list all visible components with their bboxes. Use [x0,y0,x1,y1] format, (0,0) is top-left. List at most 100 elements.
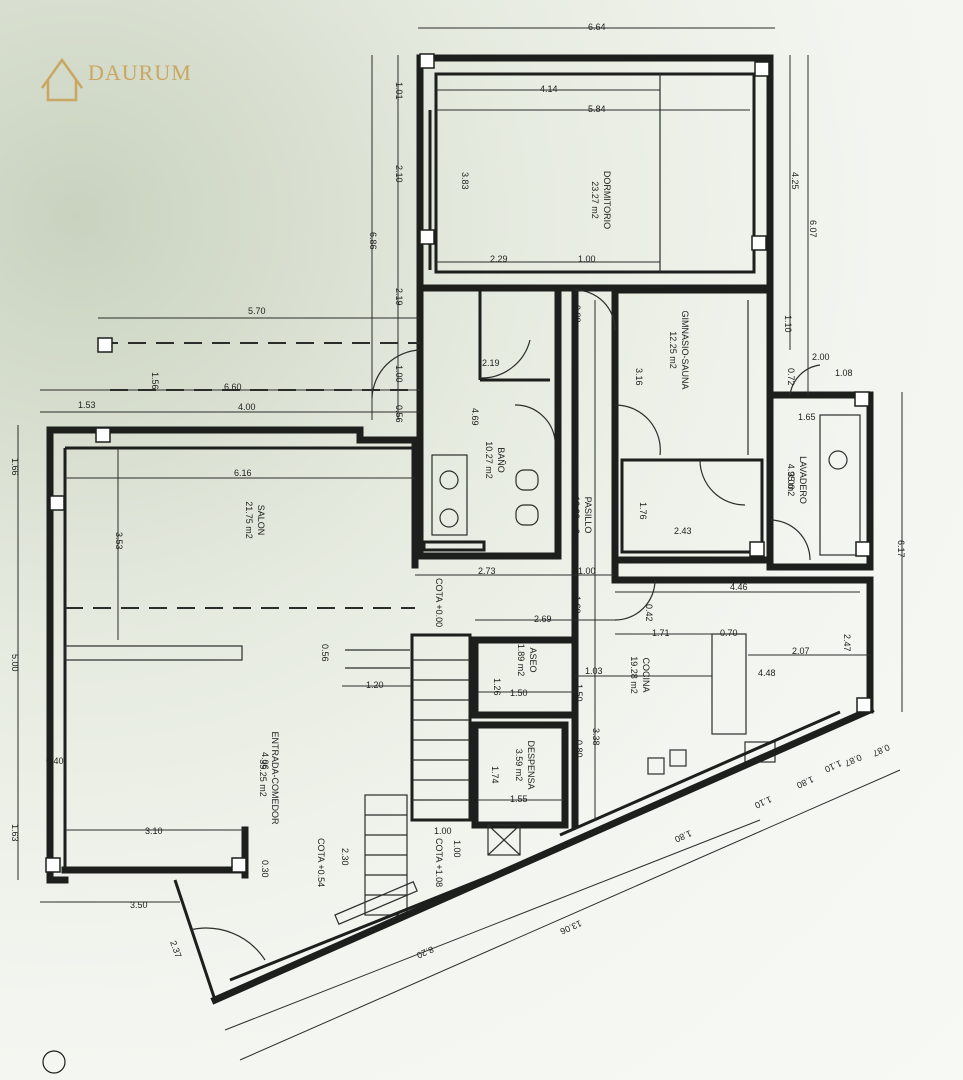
svg-text:35.25 m2: 35.25 m2 [258,759,268,797]
dim-label: 6.17 [896,540,906,558]
sink-1 [439,470,459,490]
column-marker [49,495,65,511]
stairs [345,633,472,916]
dim-label: 2.43 [674,526,692,536]
bathroom-sinks [431,454,468,536]
door-arc-sauna[interactable] [699,459,746,506]
dim-label: 3.50 [130,900,148,910]
dim-label: 1.80 [795,774,815,790]
salon-outer-wall [46,426,364,884]
dim-label: 5.70 [248,306,266,316]
door-arc-salon[interactable] [371,349,421,399]
dim-label: 1.26 [492,678,502,696]
svg-text:LAVADERO: LAVADERO [798,456,808,504]
svg-text:SALON: SALON [256,505,266,536]
dim-label: 1.01 [394,82,404,100]
level-labels: COTA +0.00 COTA +1.08 COTA +0.54 [316,578,444,887]
svg-text:DESPENSA: DESPENSA [526,740,536,789]
dim-label: 4.25 [790,172,800,190]
door-arc-bath[interactable] [479,339,531,379]
dim-label: 0.70 [720,628,738,638]
column-marker [751,235,767,251]
dim-label: 2.29 [490,254,508,264]
dim-label: 2.30 [340,848,350,866]
dim-label: 1.03 [585,666,603,676]
bedroom-inner-wall [434,72,756,274]
front-facade-wall [210,705,875,1005]
dim-label: 3.83 [460,172,470,190]
dim-label: 1.00 [578,566,596,576]
front-window [334,881,418,925]
door-arc-gym[interactable] [614,404,661,456]
door-arc-bath-2[interactable] [514,404,556,441]
dim-label: 1.80 [673,828,693,844]
svg-text:4.95 m2: 4.95 m2 [786,464,796,497]
dim-label: 5.00 [10,654,20,672]
company-logo: DAURUM [40,57,191,102]
door-arc-laundry[interactable] [769,519,811,561]
dim-label: 1.10 [823,758,843,774]
dim-label: 0.80 [574,740,584,758]
house-logo-icon [40,57,84,102]
room-cocina: COCINA 19.28 m2 [629,656,651,694]
column-marker [419,229,435,245]
dim-label: 1.10 [783,315,793,333]
svg-text:ENTRADA-COMEDOR: ENTRADA-COMEDOR [270,731,280,825]
room-salon: SALON 21.75 m2 [244,501,266,539]
room-lavadero: LAVADERO 4.95 m2 [786,456,808,504]
dim-label: 1.00 [394,365,404,383]
dim-label: 1.50 [510,688,528,698]
svg-text:3.59 m2: 3.59 m2 [514,749,524,782]
door-arc-entrance[interactable] [189,927,266,961]
dim-label: 2.47 [842,634,852,652]
dim-label: 1.08 [835,368,853,378]
dim-label: 2.10 [394,165,404,183]
dim-label: 3.38 [591,728,601,746]
dim-label: 3.10 [145,826,163,836]
door-arc-kitchen[interactable] [614,579,656,621]
dim-label: 1.53 [78,400,96,410]
dim-label: 0.87 [871,742,891,758]
dim-label: 3.00 [786,472,796,490]
sink-2 [439,508,459,528]
dim-label: 1.00 [578,254,596,264]
svg-text:12.25 m2: 12.25 m2 [668,331,678,369]
column-marker [749,541,765,557]
svg-text:PASILLO: PASILLO [583,497,593,534]
dim-label: 6.07 [808,220,818,238]
dim-label: 2.69 [534,614,552,624]
door-arc-laundry-out[interactable] [789,364,821,396]
column-marker [95,427,111,443]
room-bano: BAÑO 10.27 m2 [484,441,506,479]
dim-label: 2.00 [812,352,830,362]
dim-label: 6.16 [234,468,252,478]
dim-label: 1.63 [10,824,20,842]
svg-text:DORMITORIO: DORMITORIO [602,171,612,229]
dim-label: 4.00 [238,402,256,412]
bathroom-window [422,540,486,552]
dim-label: 2.07 [792,646,810,656]
shaft [487,824,521,856]
dim-label: 3.16 [634,368,644,386]
dim-label: 1.50 [574,684,584,702]
dim-label: 1.55 [510,794,528,804]
svg-text:BAÑO: BAÑO [496,447,506,473]
column-marker [97,337,113,353]
column-marker [45,857,61,873]
dim-label: 2.19 [394,288,404,306]
dim-label: 4.48 [758,668,776,678]
dim-label: 4.46 [730,582,748,592]
dim-label: 0.88 [572,305,582,323]
dim-label: 4.69 [470,408,480,426]
door-arc-corridor[interactable] [574,289,616,331]
hob-1 [647,757,665,775]
dim-label: 1.66 [10,458,20,476]
kitchen-wall-top [611,576,874,714]
dim-label: 6.64 [588,22,606,32]
svg-text:GIMNASIO-SAUNA: GIMNASIO-SAUNA [680,310,690,389]
dim-label: 2.19 [482,358,500,368]
level-label: COTA +0.54 [316,838,326,887]
orientation-circle-icon [42,1050,66,1074]
dim-label: 4.14 [540,84,558,94]
